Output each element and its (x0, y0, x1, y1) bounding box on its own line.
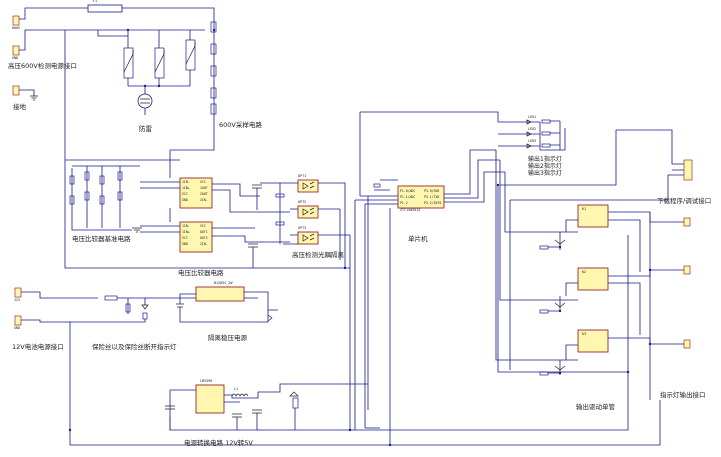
comparator-u2 (179, 221, 213, 253)
mcu-pin-r3: P3.2/INT0 (424, 201, 442, 205)
sampling-600v-label: 600V采样电路 (219, 121, 262, 129)
u2-pin-l2: 1IN+ (182, 230, 190, 234)
u1-pin-r3: 2OUT (200, 192, 208, 196)
opto3-ref: OPT3 (298, 226, 307, 230)
power-converter (165, 383, 368, 431)
u1-pin-l4: GND (182, 198, 188, 202)
led1-ref: LED1 (528, 115, 537, 119)
port-tag-gnd1: GND (12, 56, 19, 60)
reg-part-ref: LM2596 (200, 379, 213, 383)
voltage-compare-label: 电压比较器电路 (178, 269, 224, 277)
led3-ref: LED3 (528, 139, 537, 143)
relay-drivers (495, 150, 691, 400)
u2-pin-r4: 2IN- (200, 242, 208, 246)
reference-network (69, 165, 142, 233)
u1-pin-l1: 1IN- (182, 180, 190, 184)
mcu-part-ref: STC15W201S (400, 208, 421, 212)
mcu-chip (397, 185, 445, 209)
power-convert-label: 电源转换电路 12V转5V (184, 439, 253, 447)
hv-detect-optoisolation-label: 高压检测光耦隔离 (292, 251, 344, 259)
ground-label: 接地 (13, 103, 26, 111)
opto1-ref: OPT1 (298, 174, 307, 178)
debug-connector (500, 129, 693, 201)
hv-input-section (12, 4, 217, 120)
sampling-chain (210, 21, 217, 115)
fuse-protection-led-label: 保险丝以及保险丝断开指示灯 (92, 343, 177, 351)
battery-12v-port-label: 12V电池电源接口 (12, 343, 64, 351)
optocouplers (260, 179, 351, 430)
u2-pin-l3: VCC (182, 236, 188, 240)
indicator-leds (498, 119, 566, 151)
fuse (87, 4, 123, 13)
led2-ref: LED2 (528, 127, 537, 131)
port-tag-600v: 600V (12, 26, 21, 30)
mcu-label: 单片机 (408, 235, 428, 243)
isolated-regulator-label: 隔离稳压电源 (208, 334, 247, 342)
fuse-ref: F1 (93, 0, 98, 3)
output-indicators-label: 输出1指示灯 输出2指示灯 输出3指示灯 (528, 156, 562, 178)
iso-part-ref: B1205S_2W (214, 281, 233, 285)
mcu-pin-r1: P3.0/RXD (424, 189, 440, 193)
u2-pin-r3: OUT2 (200, 236, 208, 240)
indicator-output-port-label: 指示灯输出接口 (660, 391, 706, 399)
u1-pin-l2: 1IN+ (182, 186, 190, 190)
battery-input (14, 287, 390, 446)
u2-pin-r2: OUT1 (200, 230, 208, 234)
u2-pin-r1: VCC (200, 224, 206, 228)
relay1-ref: K1 (582, 207, 587, 211)
port-tag-gnd2: GND (14, 326, 21, 330)
relay2-ref: K2 (582, 270, 587, 274)
u1-pin-r2: 1OUT (200, 186, 208, 190)
port-tag-12v: 12V (14, 298, 21, 302)
voltage-compare-ref-label: 电压比较器基准电路 (72, 235, 131, 243)
discharge-tube (137, 86, 153, 115)
varistors (97, 30, 196, 87)
inductor-ref: L1 (234, 387, 239, 391)
u2-pin-l1: 1IN- (182, 224, 190, 228)
discharge-tube-label: 防雷 (139, 125, 152, 133)
mcu-pin-l3: P1.2 (400, 201, 408, 205)
isolated-regulator (168, 286, 278, 323)
junctions (68, 28, 652, 447)
comparator-u1 (179, 177, 213, 209)
download-debug-port-label: 下载程序/调试接口 (657, 197, 712, 205)
hv-detect-power-port-label: 高压600V检测电源接口 (8, 62, 77, 70)
u1-pin-r1: VCC (200, 180, 206, 184)
u1-pin-r4: 2IN- (200, 198, 208, 202)
opto2-ref: OPT2 (298, 200, 307, 204)
output-driver-label: 输出驱动单管 (576, 403, 615, 411)
relay3-ref: K3 (582, 332, 587, 336)
mcu-pin-r2: P3.1/TXD (424, 195, 440, 199)
mcu-pin-l1: P1.0/ADC (400, 189, 416, 193)
u1-pin-l3: VCC (182, 192, 188, 196)
u2-pin-l4: GND (182, 242, 188, 246)
mcu-pin-l2: P1.1/ADC (400, 195, 416, 199)
